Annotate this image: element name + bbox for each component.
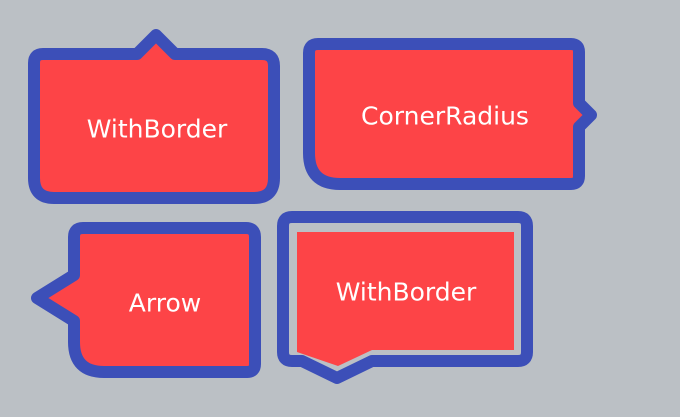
bubble-label: CornerRadius [361,101,529,131]
bubble-label: WithBorder [86,114,228,144]
bubble-label: Arrow [128,288,202,318]
bubble-label: WithBorder [335,277,477,307]
